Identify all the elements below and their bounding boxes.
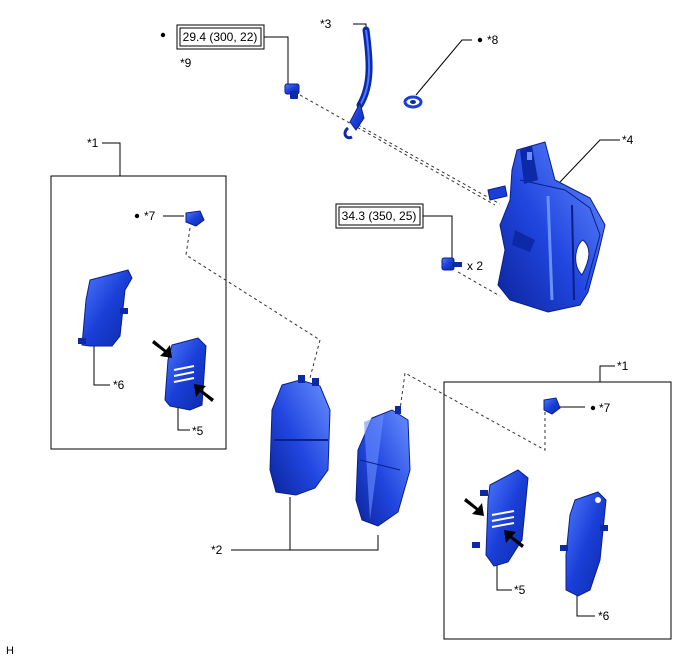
brake-hose: [343, 26, 373, 140]
anti-squeal-shim-right: [560, 491, 608, 597]
arrow-icon: [194, 384, 214, 402]
arrow-icon: [504, 530, 524, 548]
callout-6-left: *6: [113, 378, 125, 392]
arrow-icon: [152, 340, 172, 358]
bullet-dot-icon: [477, 37, 483, 43]
leader-5-left: [177, 405, 190, 431]
callout-1-left: *1: [87, 136, 99, 150]
callout-6-right: *6: [598, 609, 610, 623]
torque-value-caliper-bolt: 34.3 (350, 25): [342, 209, 417, 223]
left-kit-frame: [50, 175, 227, 450]
right-kit-frame: [443, 381, 672, 640]
brake-caliper: [487, 141, 606, 313]
hose-assembly-line: [357, 124, 501, 205]
hose-clip: [403, 95, 423, 109]
anti-squeal-shim-inner-left: [164, 337, 207, 411]
pad-wear-indicator-cap-right: [543, 397, 561, 415]
bullet-dot-icon: [160, 32, 166, 38]
pad-wear-indicator-cap-left: [185, 210, 205, 227]
callout-3: *3: [320, 17, 332, 31]
leader-6-left: [93, 345, 110, 386]
callout-7-right: *7: [599, 401, 611, 415]
corner-label: H: [6, 645, 14, 657]
leader-2-horizontal: [231, 535, 379, 551]
callout-5-right: *5: [514, 583, 526, 597]
caliper-bolt: [441, 257, 462, 271]
torque-box-caliper-bolt: 34.3 (350, 25): [335, 203, 424, 229]
arrow-icon: [464, 498, 484, 516]
right-cap-assembly-line: [399, 372, 546, 451]
torque-box-bleeder: 29.4 (300, 22): [176, 24, 265, 50]
quantity-label: x 2: [467, 259, 483, 273]
bleeder-assembly-line: [299, 94, 496, 206]
anti-squeal-shim-inner-right: [472, 469, 529, 567]
leader-1-left: [102, 142, 121, 176]
leader-5-right: [496, 565, 512, 591]
leader-bolt-torque: [423, 215, 453, 258]
bleeder-plug: [284, 83, 300, 99]
leader-bleeder-torque: [264, 36, 289, 84]
callout-1-right: *1: [617, 359, 629, 373]
leader-8: [415, 39, 472, 96]
leader-1-right: [599, 365, 615, 382]
torque-value-bleeder: 29.4 (300, 22): [183, 30, 258, 44]
anti-squeal-shim-left: [78, 269, 133, 347]
leader-4: [559, 139, 620, 183]
callout-4: *4: [622, 133, 634, 147]
callout-9: *9: [180, 56, 192, 70]
bullet-dot-icon: [590, 405, 596, 411]
callout-7-left: *7: [144, 209, 156, 223]
callout-8: *8: [487, 33, 499, 47]
callout-5-left: *5: [192, 424, 204, 438]
brake-pad-inner: [355, 406, 411, 527]
bullet-dot-icon: [134, 213, 140, 219]
leader-6-right: [576, 595, 595, 617]
bolt-assembly-line: [457, 271, 501, 297]
callout-2: *2: [211, 543, 223, 557]
brake-pad-outer: [269, 375, 331, 496]
left-cap-assembly-line: [185, 227, 321, 379]
